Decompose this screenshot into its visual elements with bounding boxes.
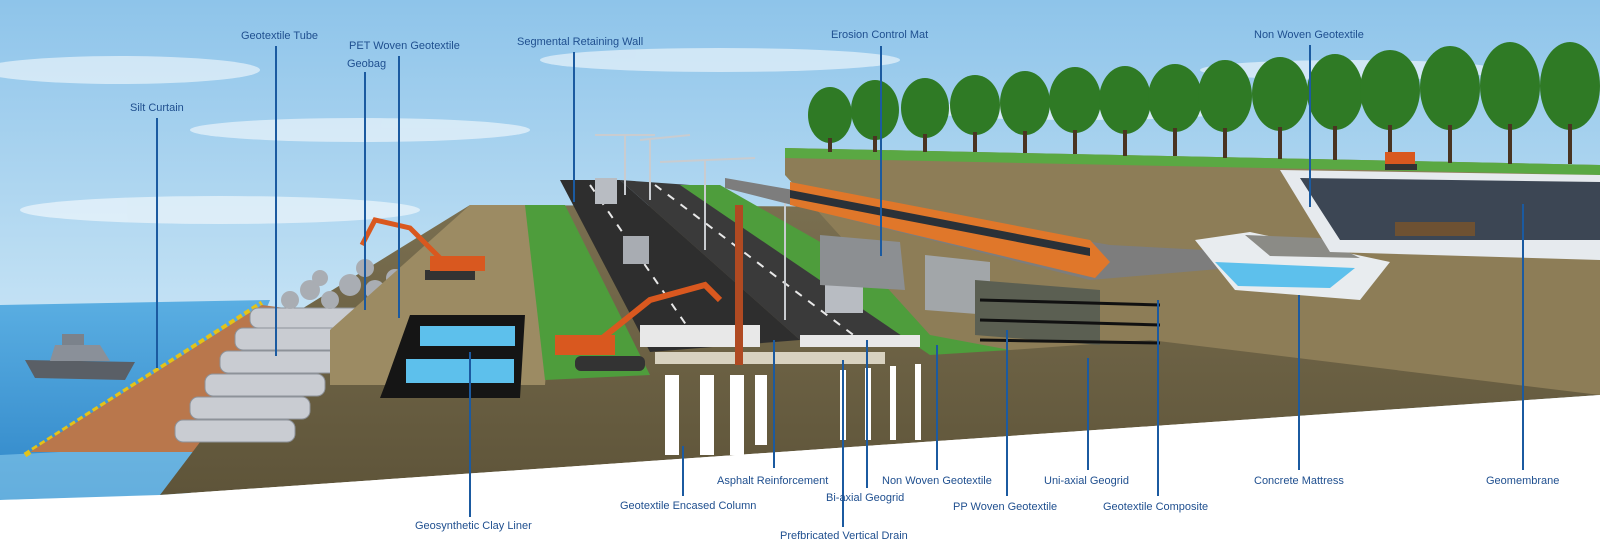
bulldozer xyxy=(1385,152,1417,170)
label-segmental-retaining-wall: Segmental Retaining Wall xyxy=(517,36,644,48)
tree-trunks xyxy=(828,124,1572,164)
leader-asphalt-reinforcement xyxy=(773,340,775,468)
road-vehicles xyxy=(595,178,863,313)
canal xyxy=(1195,232,1390,300)
leader-pet-woven-geotextile xyxy=(398,56,400,318)
silt-curtain-boom xyxy=(23,300,264,458)
label-geobag: Geobag xyxy=(347,58,387,70)
leader-silt-curtain xyxy=(156,118,158,368)
street-lights xyxy=(595,134,786,320)
label-silt-curtain: Silt Curtain xyxy=(130,102,184,114)
encased-columns xyxy=(665,375,767,455)
label-non-woven-geotextile-top: Non Woven Geotextile xyxy=(1254,29,1364,41)
lane-mark-2 xyxy=(654,184,861,341)
boat xyxy=(25,334,135,380)
clay-liner-ponds xyxy=(380,315,525,398)
leader-concrete-mattress xyxy=(1298,295,1300,470)
leader-uniaxial-geogrid xyxy=(1087,358,1089,470)
biaxial-grid-layer xyxy=(800,335,920,347)
ground-cutaway-white xyxy=(0,395,1600,555)
leader-geobag xyxy=(364,72,366,310)
gabion-walls xyxy=(820,235,1161,345)
leader-prefabricated-vertical-drain xyxy=(842,360,844,527)
lane-mark-1 xyxy=(589,184,701,346)
label-geomembrane: Geomembrane xyxy=(1486,475,1560,487)
leader-geotextile-encased-column xyxy=(682,446,684,496)
leader-erosion-control-mat xyxy=(880,46,882,256)
label-non-woven-geotextile-bottom: Non Woven Geotextile xyxy=(882,475,992,487)
leader-geotextile-composite xyxy=(1157,300,1159,496)
train xyxy=(790,182,1110,278)
leader-geosynthetic-clay-liner xyxy=(469,352,471,517)
excavator-upper xyxy=(359,217,485,280)
tree-line xyxy=(808,42,1600,143)
leader-pp-woven-geotextile xyxy=(1006,330,1008,496)
label-pp-woven-geotextile: PP Woven Geotextile xyxy=(953,501,1058,513)
label-geotextile-tube: Geotextile Tube xyxy=(241,30,319,42)
leader-segmental-retaining-wall xyxy=(573,52,575,202)
label-pet-woven-geotextile: PET Woven Geotextile xyxy=(349,40,460,52)
label-geotextile-composite: Geotextile Composite xyxy=(1103,501,1209,513)
geomembrane-reservoir xyxy=(1280,170,1600,260)
leader-non-woven-geotextile-top xyxy=(1309,45,1311,207)
drainage-layer xyxy=(655,352,885,364)
label-erosion-control-mat: Erosion Control Mat xyxy=(831,29,929,41)
leader-geomembrane xyxy=(1522,204,1524,470)
label-asphalt-reinforcement: Asphalt Reinforcement xyxy=(717,475,829,487)
label-concrete-mattress: Concrete Mattress xyxy=(1254,475,1344,487)
leader-non-woven-geotextile-bottom xyxy=(936,345,938,470)
leader-biaxial-geogrid xyxy=(866,340,868,488)
label-prefabricated-vertical-drain: Prefbricated Vertical Drain xyxy=(780,530,908,542)
excavator-lower xyxy=(555,281,723,371)
asphalt-reinforcement-grid xyxy=(640,325,760,347)
leader-geotextile-tube xyxy=(275,46,277,356)
label-biaxial-geogrid: Bi-axial Geogrid xyxy=(826,492,905,504)
pylon xyxy=(735,205,743,365)
label-uniaxial-geogrid: Uni-axial Geogrid xyxy=(1044,475,1129,487)
shallow-water xyxy=(0,445,200,505)
label-geotextile-encased-column: Geotextile Encased Column xyxy=(620,500,757,512)
label-geosynthetic-clay-liner: Geosynthetic Clay Liner xyxy=(415,520,532,532)
